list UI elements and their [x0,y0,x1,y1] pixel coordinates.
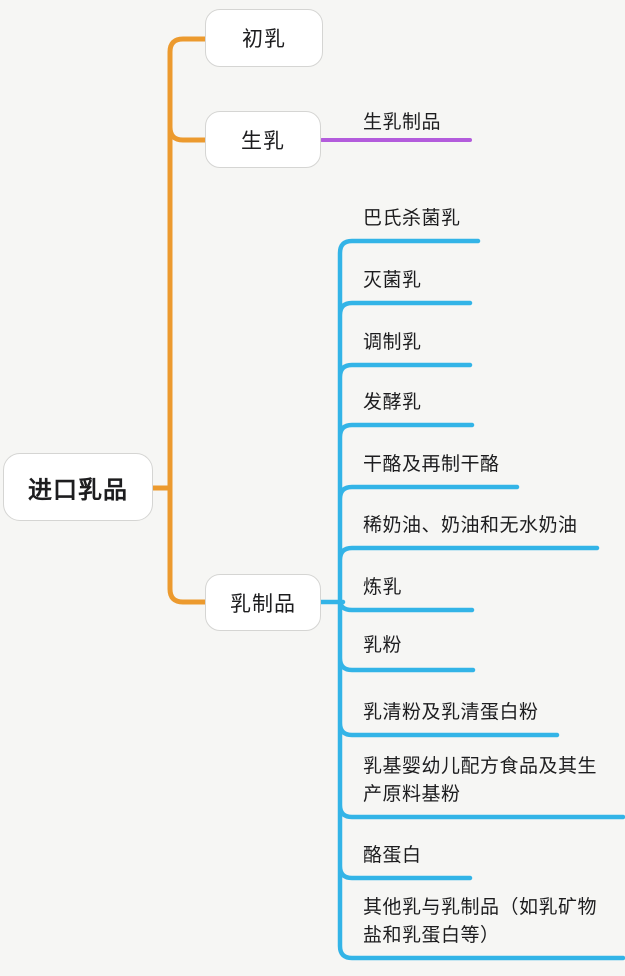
node-raw-milk-label: 生乳 [241,129,285,153]
leaf-condensed-milk[interactable]: 炼乳 [363,577,403,598]
leaf-whey-powder-protein[interactable]: 乳清粉及乳清蛋白粉 [363,702,539,723]
leaf-modified-milk[interactable]: 调制乳 [363,332,422,353]
leaf-raw-milk-products[interactable]: 生乳制品 [363,112,442,133]
node-root-label: 进口乳品 [28,476,128,504]
node-root[interactable]: 进口乳品 [3,453,153,521]
node-colostrum[interactable]: 初乳 [205,9,323,67]
leaf-pasteurized-milk[interactable]: 巴氏杀菌乳 [363,208,461,229]
leaf-cream-butter-anhydrous[interactable]: 稀奶油、奶油和无水奶油 [363,515,578,536]
node-dairy-products-label: 乳制品 [230,592,296,616]
leaf-casein[interactable]: 酪蛋白 [363,845,422,866]
node-dairy-products[interactable]: 乳制品 [205,574,321,631]
leaf-infant-formula-base-powder[interactable]: 乳基婴幼儿配方食品及其生产原料基粉 [363,756,598,805]
node-colostrum-label: 初乳 [242,28,286,51]
orange-branch-connector [149,36,210,605]
leaf-other-dairy-products[interactable]: 其他乳与乳制品（如乳矿物盐和乳蛋白等） [363,897,598,946]
leaf-milk-powder[interactable]: 乳粉 [363,635,403,656]
leaf-fermented-milk[interactable]: 发酵乳 [363,392,422,413]
leaf-cheese-processed-cheese[interactable]: 干酪及再制干酪 [363,454,500,475]
node-raw-milk[interactable]: 生乳 [205,111,321,168]
leaf-sterilized-milk[interactable]: 灭菌乳 [363,270,422,291]
